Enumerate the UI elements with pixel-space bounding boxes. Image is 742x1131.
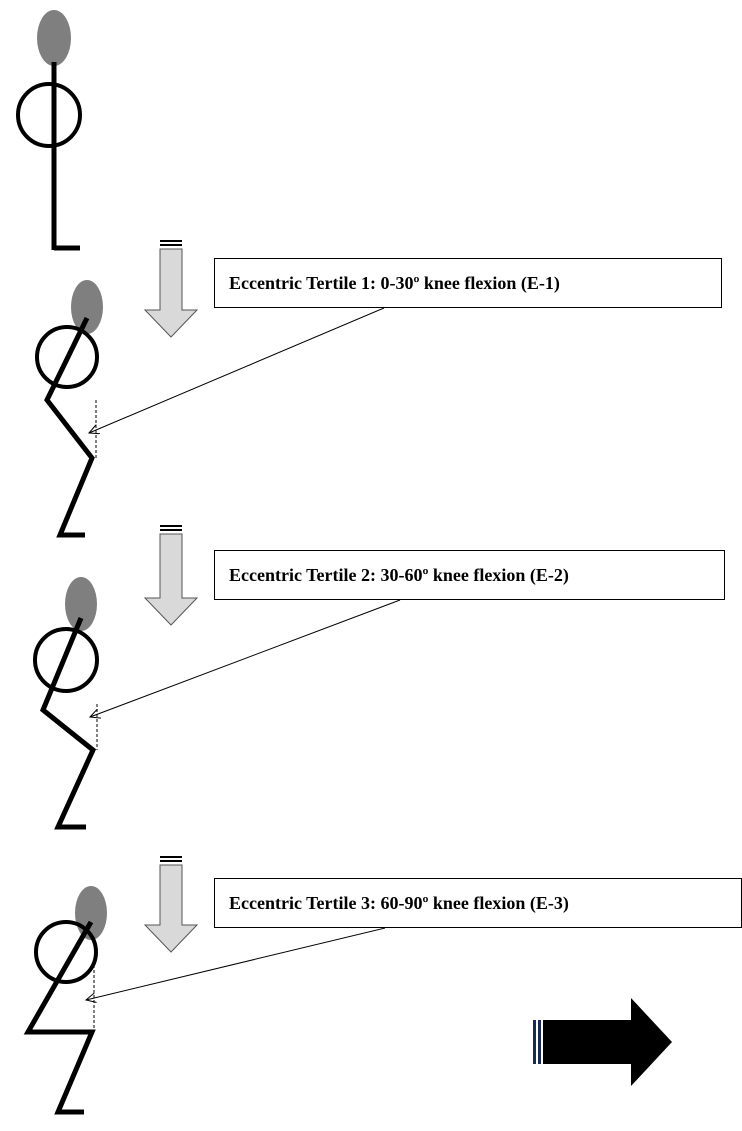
torso-circle (34, 920, 98, 984)
label-tertile-3: Eccentric Tertile 3: 60-90º knee flexion… (214, 878, 742, 928)
head (37, 10, 71, 66)
head (71, 280, 103, 334)
down-arrow-2 (143, 525, 199, 626)
right-arrow (533, 998, 672, 1086)
torso-circle (35, 325, 99, 389)
squat-figure-e2 (33, 577, 99, 830)
label-tertile-1: Eccentric Tertile 1: 0-30º knee flexion … (214, 258, 722, 308)
body-line (39, 617, 97, 830)
squat-figure-e1 (35, 280, 103, 538)
pointer-line-3 (86, 927, 386, 1000)
torso-circle (16, 82, 82, 148)
pointer-line-1 (89, 307, 385, 433)
head (75, 886, 107, 940)
body-line (44, 316, 95, 538)
pointer-line-2 (90, 599, 401, 717)
torso-circle (33, 627, 99, 693)
standing-figure (16, 10, 82, 251)
head (65, 577, 97, 631)
down-arrow-1 (143, 240, 199, 338)
squat-figure-e3 (23, 886, 107, 1115)
label-tertile-2: Eccentric Tertile 2: 30-60º knee flexion… (214, 550, 725, 600)
down-arrow-3 (143, 856, 199, 953)
body-line (23, 920, 96, 1115)
